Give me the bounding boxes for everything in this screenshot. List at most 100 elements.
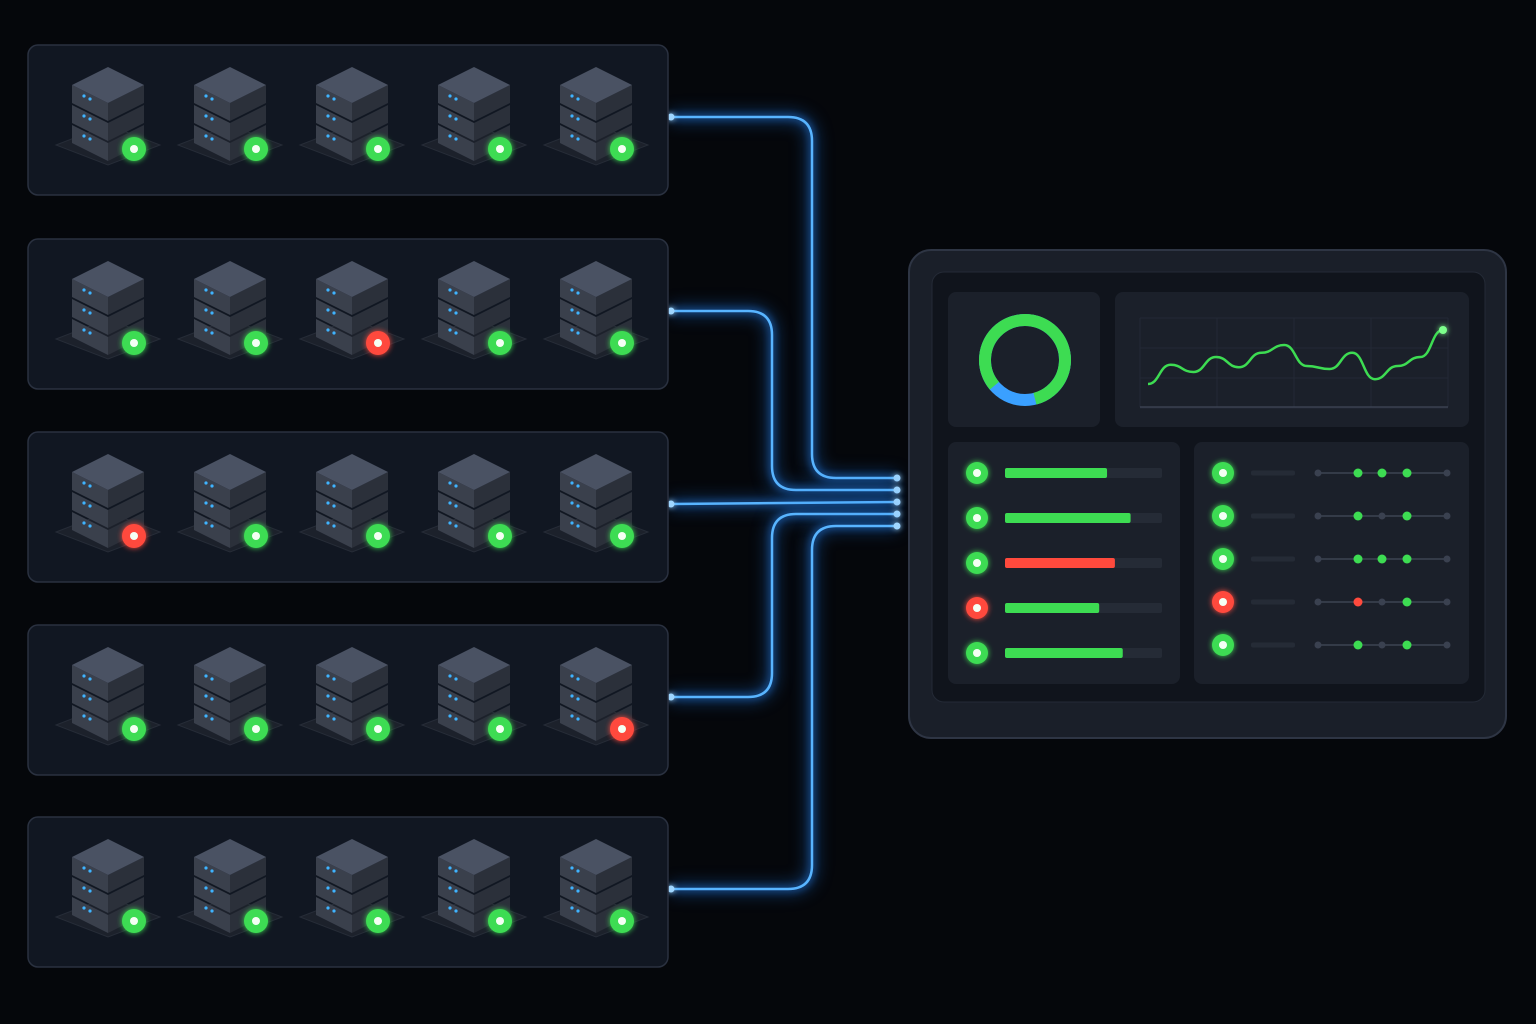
server-stack-icon[interactable] <box>54 647 162 746</box>
server-side-right <box>352 85 388 121</box>
server-stack-icon[interactable] <box>420 647 528 746</box>
server-stack-icon[interactable] <box>176 647 284 746</box>
server-led <box>210 117 214 121</box>
server-side-left <box>316 685 352 721</box>
timeline-row[interactable] <box>1212 634 1451 656</box>
server-stack-icon[interactable] <box>542 839 650 938</box>
status-dot-center <box>973 559 981 567</box>
server-side-right <box>474 472 510 508</box>
server-stack-icon[interactable] <box>420 261 528 360</box>
server-side-left <box>560 472 596 508</box>
server-led <box>88 677 92 681</box>
server-led <box>88 524 92 528</box>
status-dot-center <box>374 917 382 925</box>
server-side-left <box>438 85 474 121</box>
server-stack-icon[interactable] <box>176 454 284 553</box>
hub-port <box>893 486 901 494</box>
server-stack-icon[interactable] <box>54 261 162 360</box>
server-stack-icon[interactable] <box>298 647 406 746</box>
server-led <box>454 291 458 295</box>
server-stack-icon[interactable] <box>420 839 528 938</box>
timeline-event-mark <box>1402 640 1412 650</box>
server-side-right <box>596 105 632 141</box>
timeline-start-mark <box>1314 598 1322 606</box>
server-side-left <box>438 472 474 508</box>
server-side-right <box>108 472 144 508</box>
timeline-row[interactable] <box>1212 462 1451 484</box>
health-row[interactable] <box>966 642 1162 664</box>
connection-endpoint <box>667 307 675 315</box>
server-led <box>326 674 330 678</box>
server-side-right <box>352 105 388 141</box>
health-row[interactable] <box>966 507 1162 529</box>
server-side-left <box>316 877 352 913</box>
server-stack-icon[interactable] <box>420 454 528 553</box>
server-led <box>210 697 214 701</box>
server-top <box>194 647 266 683</box>
server-stack-icon[interactable] <box>54 454 162 553</box>
server-side-left <box>438 665 474 701</box>
timeline-end-mark <box>1443 555 1451 563</box>
status-dot-center <box>973 649 981 657</box>
server-side-right <box>596 279 632 315</box>
server-group-4 <box>27 624 669 776</box>
health-row[interactable] <box>966 597 1162 619</box>
server-led <box>454 331 458 335</box>
status-dot-center <box>374 532 382 540</box>
server-side-right <box>108 85 144 121</box>
server-side-right <box>474 105 510 141</box>
server-stack-icon[interactable] <box>298 261 406 360</box>
status-dot-center <box>973 514 981 522</box>
server-stack-icon[interactable] <box>420 67 528 166</box>
health-row[interactable] <box>966 462 1162 484</box>
server-top <box>72 839 144 875</box>
server-stack-icon[interactable] <box>542 647 650 746</box>
server-led <box>326 714 330 718</box>
server-side-left <box>316 105 352 141</box>
connection-line <box>670 512 897 699</box>
server-led <box>448 308 452 312</box>
status-dot-center <box>618 145 626 153</box>
timeline-event-mark <box>1378 598 1386 606</box>
server-led <box>448 866 452 870</box>
server-side-left <box>438 319 474 355</box>
server-stack-icon[interactable] <box>176 261 284 360</box>
server-led <box>210 97 214 101</box>
status-dot-center <box>618 339 626 347</box>
health-bar-fill <box>1005 603 1100 613</box>
server-led <box>82 521 86 525</box>
timeline-row[interactable] <box>1212 591 1451 613</box>
server-stack-icon[interactable] <box>298 839 406 938</box>
server-groups <box>27 44 669 968</box>
status-dot-center <box>1219 469 1227 477</box>
server-led <box>332 137 336 141</box>
server-led <box>332 311 336 315</box>
server-led <box>448 134 452 138</box>
server-stack-icon[interactable] <box>298 67 406 166</box>
timeline-row[interactable] <box>1212 548 1451 570</box>
server-stack-icon[interactable] <box>176 839 284 938</box>
server-stack-icon[interactable] <box>542 67 650 166</box>
status-dot-center <box>130 145 138 153</box>
server-led <box>570 94 574 98</box>
server-led <box>210 909 214 913</box>
timeline-event-mark <box>1378 512 1386 520</box>
timeline-row[interactable] <box>1212 505 1451 527</box>
server-stack-icon[interactable] <box>542 261 650 360</box>
status-dot-center <box>252 725 260 733</box>
server-side-right <box>352 685 388 721</box>
health-row[interactable] <box>966 552 1162 574</box>
server-led <box>82 501 86 505</box>
server-led <box>326 866 330 870</box>
server-stack-icon[interactable] <box>54 839 162 938</box>
server-led <box>88 311 92 315</box>
server-stack-icon[interactable] <box>542 454 650 553</box>
server-led <box>210 677 214 681</box>
server-side-right <box>596 492 632 528</box>
server-stack-icon[interactable] <box>176 67 284 166</box>
server-stack-icon[interactable] <box>54 67 162 166</box>
server-stack-icon[interactable] <box>298 454 406 553</box>
server-side-right <box>230 299 266 335</box>
connection-endpoint <box>667 500 675 508</box>
server-side-left <box>316 897 352 933</box>
